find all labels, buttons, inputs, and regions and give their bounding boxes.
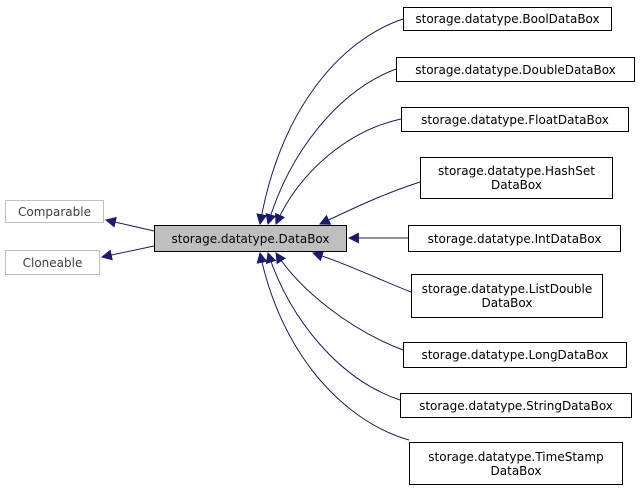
edge-hashset-to-databox	[319, 181, 421, 225]
class-node-int-databox[interactable]: storage.datatype.IntDataBox	[408, 225, 621, 252]
node-label-line-1: storage.datatype.TimeStamp	[428, 449, 604, 464]
edge-bool-to-databox	[256, 18, 404, 226]
class-node-bool-databox[interactable]: storage.datatype.BoolDataBox	[403, 7, 612, 31]
class-node-timestamp-databox[interactable]: storage.datatype.TimeStamp DataBox	[409, 442, 623, 485]
node-label: storage.datatype.DataBox	[171, 231, 330, 246]
class-node-double-databox[interactable]: storage.datatype.DoubleDataBox	[396, 57, 635, 82]
edge-timestamp-to-databox	[256, 251, 410, 441]
node-label: storage.datatype.LongDataBox	[421, 348, 609, 362]
class-node-databox[interactable]: storage.datatype.DataBox	[154, 225, 347, 252]
edge-listdouble-to-databox	[311, 250, 412, 293]
edge-databox-to-cloneable	[100, 245, 155, 261]
edge-string-to-databox	[265, 251, 401, 401]
node-label-line-2: DataBox	[481, 296, 533, 310]
node-label: storage.datatype.DoubleDataBox	[415, 62, 616, 77]
class-node-comparable[interactable]: Comparable	[5, 200, 104, 223]
node-label: storage.datatype.FloatDataBox	[421, 112, 609, 127]
node-label-line-2: DataBox	[490, 463, 542, 478]
class-node-long-databox[interactable]: storage.datatype.LongDataBox	[403, 342, 627, 368]
node-label-line-1: storage.datatype.HashSet	[438, 164, 595, 178]
class-node-cloneable[interactable]: Cloneable	[5, 250, 100, 275]
class-node-hashset-databox[interactable]: storage.datatype.HashSet DataBox	[420, 157, 613, 199]
class-node-float-databox[interactable]: storage.datatype.FloatDataBox	[401, 107, 629, 132]
edge-long-to-databox	[275, 252, 404, 351]
node-label: Cloneable	[22, 255, 83, 270]
edge-float-to-databox	[275, 118, 402, 226]
class-node-listdouble-databox[interactable]: storage.datatype.ListDouble DataBox	[411, 274, 603, 318]
node-label-line-2: DataBox	[491, 178, 542, 192]
node-label-line-1: storage.datatype.ListDouble	[421, 282, 593, 296]
edge-databox-to-comparable	[104, 216, 155, 232]
node-label: Comparable	[17, 204, 91, 219]
node-label: storage.datatype.IntDataBox	[427, 231, 602, 246]
class-node-string-databox[interactable]: storage.datatype.StringDataBox	[400, 393, 632, 418]
node-label: storage.datatype.BoolDataBox	[415, 12, 600, 26]
edge-double-to-databox	[265, 68, 397, 226]
node-label: storage.datatype.StringDataBox	[419, 398, 613, 413]
